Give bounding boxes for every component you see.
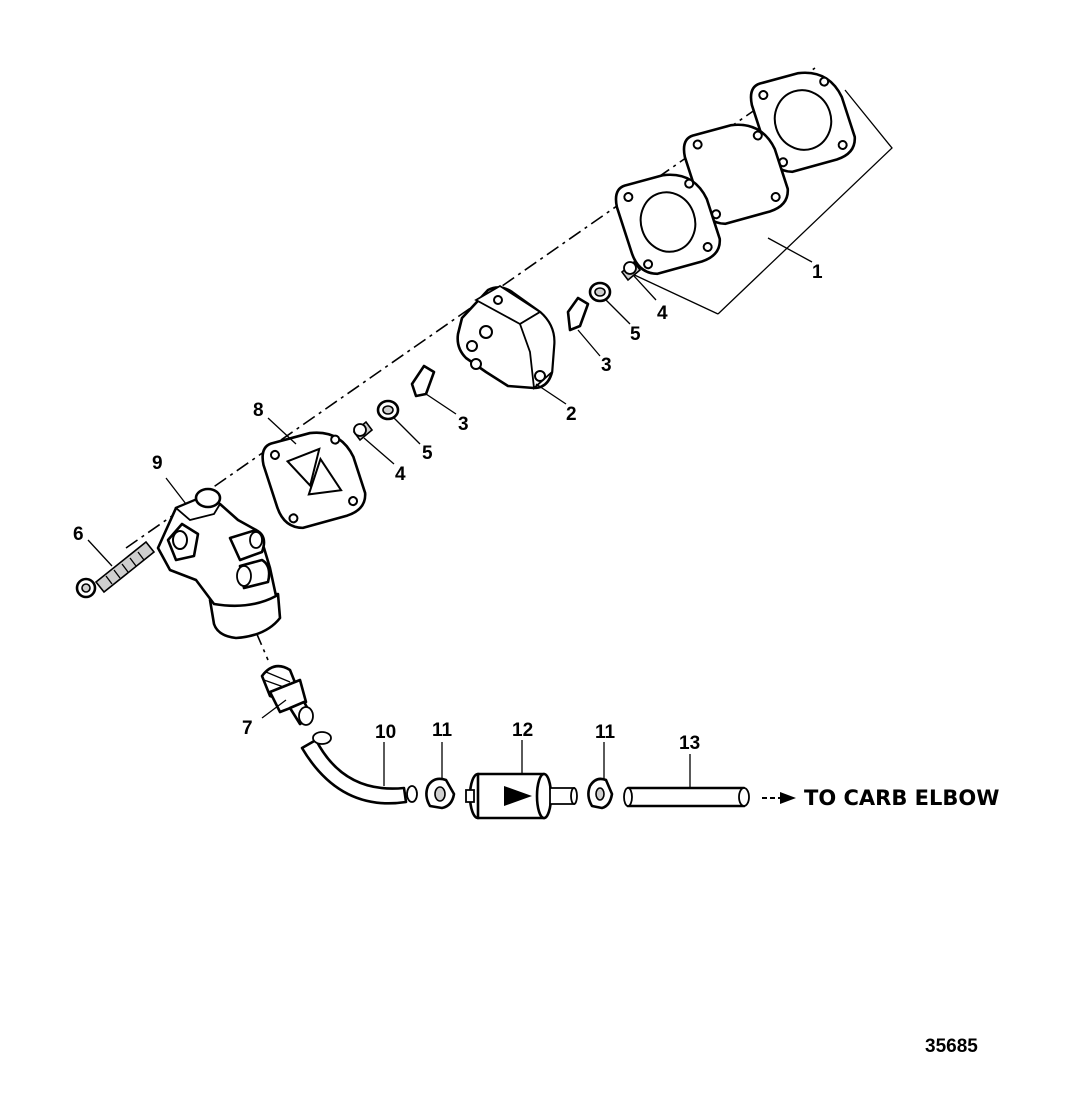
callout-4-upper: 4	[657, 303, 668, 324]
washer-part-5-lower	[376, 399, 400, 421]
callout-1: 1	[812, 262, 823, 283]
leader-3-lower	[425, 393, 457, 415]
screw-part-4-lower	[352, 420, 374, 442]
flow-arrow-icon	[504, 786, 532, 806]
gasket-set-bracket	[717, 89, 893, 315]
fitting-centerline	[255, 631, 269, 661]
callout-11-left: 11	[432, 720, 453, 741]
callout-9: 9	[152, 453, 163, 474]
callout-4-lower: 4	[395, 464, 406, 485]
callout-13: 13	[679, 733, 700, 754]
leader-9	[165, 477, 187, 505]
hose-part-10	[300, 731, 418, 805]
leader-5-lower	[393, 417, 421, 445]
leader-6	[87, 539, 113, 567]
gasket-set-part-1	[614, 71, 857, 276]
valve-retainer-part-3-lower	[410, 364, 436, 398]
leader-2	[535, 383, 567, 405]
screw-part-4-upper	[620, 260, 642, 282]
leader-1	[767, 237, 813, 263]
fitting-part-7	[260, 664, 314, 726]
callout-12: 12	[512, 720, 533, 741]
callout-3-lower: 3	[458, 414, 469, 435]
callout-10: 10	[375, 722, 396, 743]
leader-7	[261, 699, 287, 719]
leader-4-upper	[633, 275, 657, 301]
leader-8	[267, 417, 297, 445]
clamp-part-11-right	[587, 777, 614, 810]
callout-7: 7	[242, 718, 253, 739]
pump-housing-part-9	[156, 487, 282, 640]
callout-5-upper: 5	[630, 324, 641, 345]
callout-3-upper: 3	[601, 355, 612, 376]
fuel-filter-part-12	[465, 772, 578, 820]
callout-6: 6	[73, 524, 84, 545]
direction-arrow-icon	[762, 792, 796, 804]
leader-3-upper	[577, 329, 601, 357]
callout-11-right: 11	[595, 722, 616, 743]
figure-number: 35685	[925, 1036, 978, 1057]
callout-2: 2	[566, 404, 577, 425]
callout-5-lower: 5	[422, 443, 433, 464]
washer-part-5-upper	[588, 281, 612, 303]
clamp-part-11-left	[425, 777, 456, 810]
leader-4-lower	[363, 437, 395, 465]
gasket-set-bracket-lower	[627, 271, 719, 315]
valve-retainer-part-3-upper	[566, 296, 590, 332]
callout-8: 8	[253, 400, 264, 421]
gasket-part-8	[261, 431, 367, 530]
leader-5-upper	[605, 299, 631, 325]
assembly-centerline	[125, 67, 816, 549]
hose-part-13	[623, 786, 750, 808]
destination-label: TO CARB ELBOW	[804, 786, 999, 810]
pump-cover-part-2	[456, 284, 556, 390]
screw-part-6	[75, 540, 156, 599]
